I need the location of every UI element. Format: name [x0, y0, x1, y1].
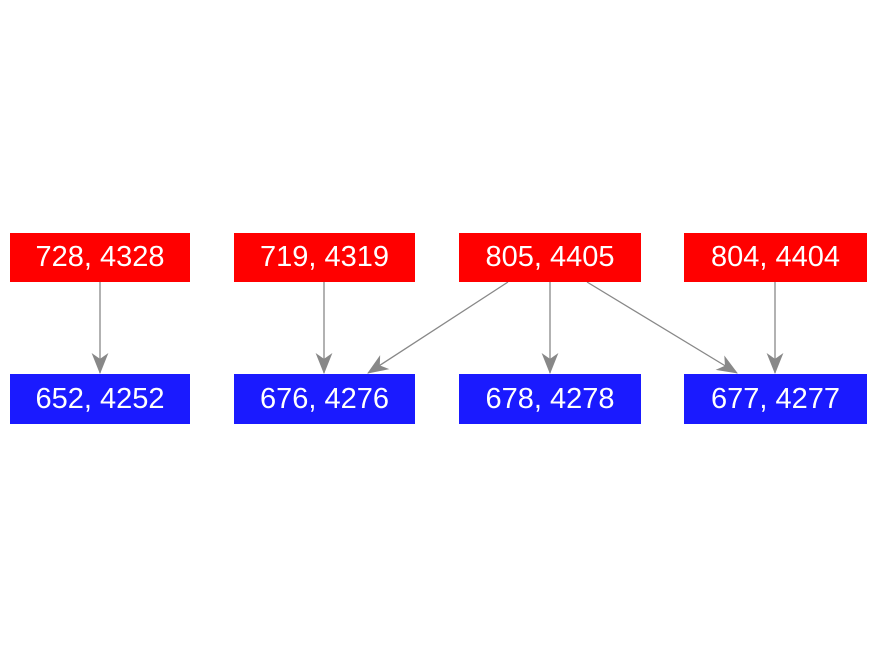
node-805_4405: 805, 4405 — [459, 233, 641, 282]
node-677_4277: 677, 4277 — [684, 374, 867, 424]
edge-805_4405-to-676_4276 — [367, 281, 509, 374]
node-719_4319: 719, 4319 — [234, 233, 415, 282]
edge-group — [91, 281, 784, 375]
node-652_4252: 652, 4252 — [10, 374, 190, 424]
node-678_4278: 678, 4278 — [459, 374, 641, 424]
edge-805_4405-to-677_4277 — [586, 281, 738, 374]
node-676_4276: 676, 4276 — [234, 374, 415, 424]
node-728_4328: 728, 4328 — [10, 233, 190, 282]
node-804_4404: 804, 4404 — [684, 233, 867, 282]
